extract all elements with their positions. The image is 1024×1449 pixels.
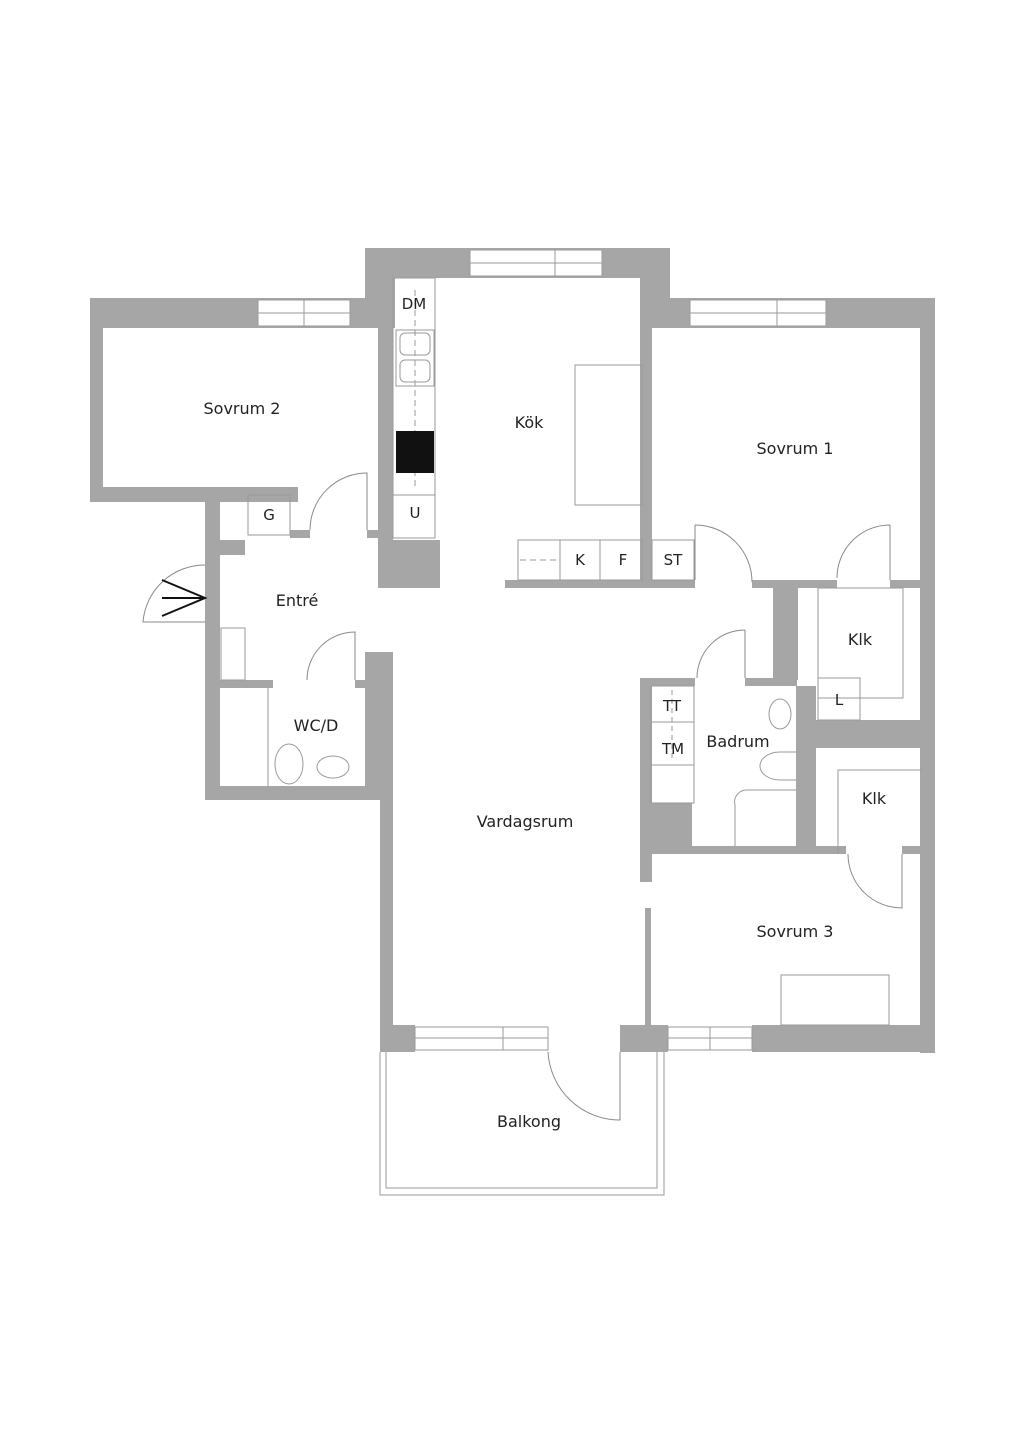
room-sovrum2: Sovrum 2 bbox=[204, 399, 281, 418]
label-tm: TM bbox=[661, 740, 684, 758]
basin-icon bbox=[768, 698, 792, 730]
stove-icon bbox=[396, 431, 434, 473]
doors bbox=[142, 472, 922, 1121]
sink-icon bbox=[395, 329, 435, 387]
room-wcd: WC/D bbox=[294, 716, 339, 735]
label-dm: DM bbox=[402, 295, 427, 313]
room-sovrum3: Sovrum 3 bbox=[757, 922, 834, 941]
kitchen-counter bbox=[247, 277, 695, 581]
room-entre: Entré bbox=[276, 591, 319, 610]
sink-icon bbox=[316, 755, 350, 779]
room-vardagsrum: Vardagsrum bbox=[477, 812, 574, 831]
room-klk-2: Klk bbox=[862, 789, 887, 808]
label-u: U bbox=[410, 504, 421, 522]
toilet-icon bbox=[274, 743, 304, 785]
room-badrum: Badrum bbox=[706, 732, 769, 751]
label-tt: TT bbox=[662, 697, 682, 715]
label-f: F bbox=[619, 551, 628, 569]
label-st: ST bbox=[664, 551, 684, 569]
room-kok: Kök bbox=[515, 413, 544, 432]
windows bbox=[257, 249, 827, 1051]
room-klk-1: Klk bbox=[848, 630, 873, 649]
entrance-arrow-icon bbox=[161, 579, 208, 617]
label-k: K bbox=[575, 551, 586, 569]
fixture-labels: DM U G K F ST TT TM L bbox=[263, 295, 844, 758]
label-l: L bbox=[835, 691, 844, 709]
label-g: G bbox=[263, 506, 275, 524]
balcony bbox=[379, 1052, 665, 1196]
room-balkong: Balkong bbox=[497, 1112, 561, 1131]
room-labels: Sovrum 2 Kök Sovrum 1 Entré WC/D Vardags… bbox=[204, 399, 887, 1131]
room-sovrum1: Sovrum 1 bbox=[757, 439, 834, 458]
